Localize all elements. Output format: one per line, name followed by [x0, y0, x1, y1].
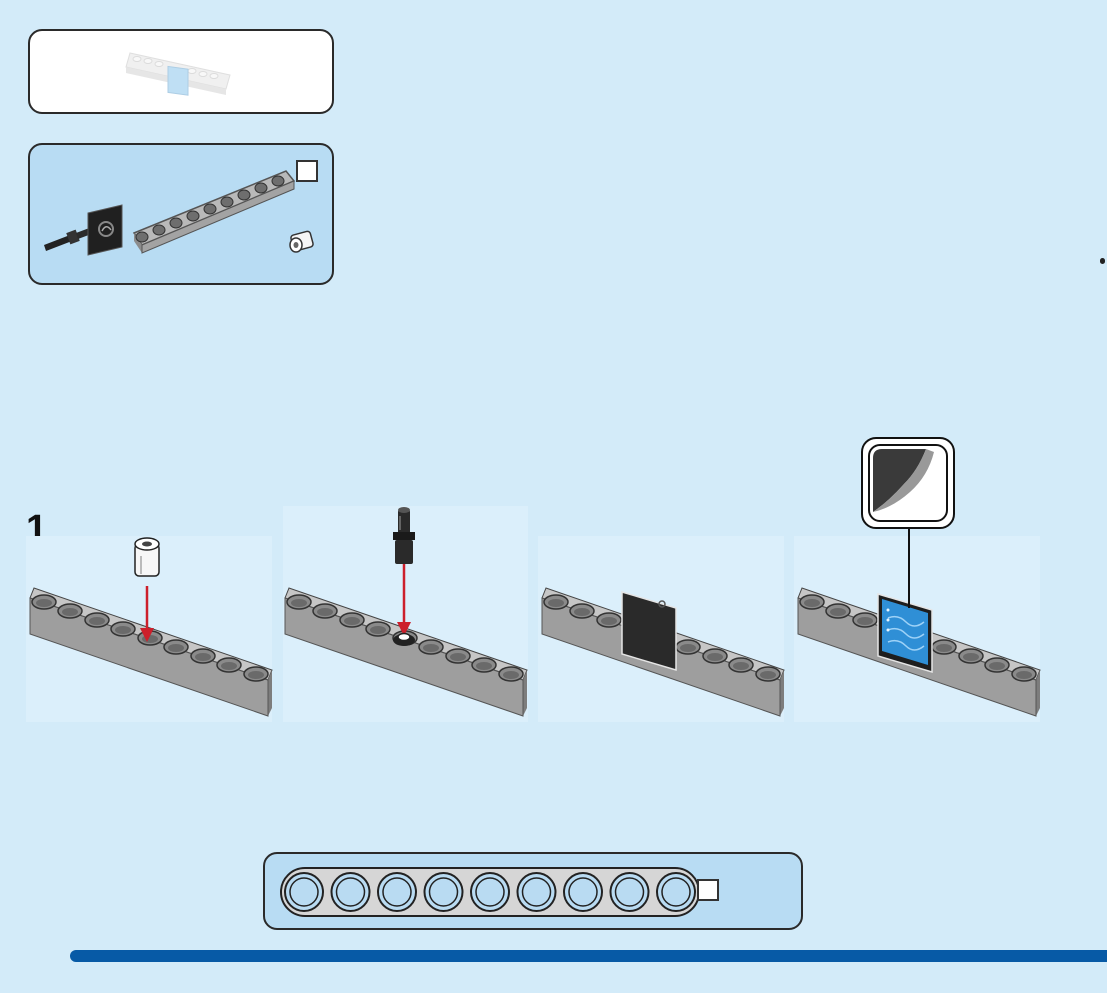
- quantity-box: [697, 879, 719, 901]
- page-edge-mark: [1100, 258, 1105, 264]
- liftarm-9-holes-icon: [265, 854, 805, 932]
- axle-pin-black-icon: [393, 507, 415, 564]
- bill-of-materials-panel: [263, 852, 803, 930]
- sticker-peel-icon: [862, 438, 954, 528]
- substep-insert-white-pin: [30, 538, 272, 716]
- bush-pin-white-icon: [135, 538, 159, 576]
- substep-attach-black-plate: [542, 588, 784, 716]
- substep-apply-sticker: [798, 438, 1040, 716]
- footer-bar: [70, 950, 1107, 962]
- substep-insert-black-axle-pin: [285, 507, 527, 716]
